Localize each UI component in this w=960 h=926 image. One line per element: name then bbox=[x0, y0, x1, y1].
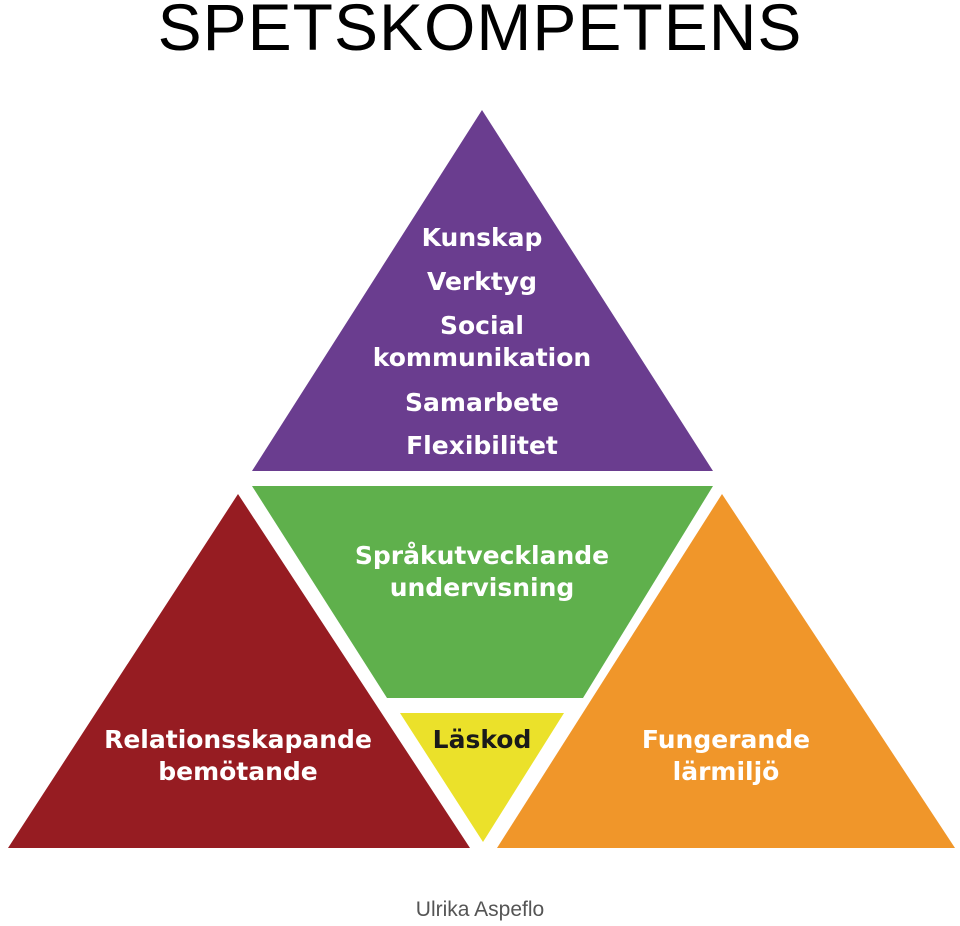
center-triangle bbox=[252, 486, 713, 698]
right-triangle bbox=[497, 494, 955, 848]
top-label-samarbete: Samarbete bbox=[405, 388, 559, 417]
top-label-flexibilitet: Flexibilitet bbox=[406, 431, 558, 460]
left-label-line-1: Relationsskapande bbox=[104, 725, 372, 754]
right-label-line-1: Fungerande bbox=[642, 725, 810, 754]
top-triangle bbox=[252, 110, 713, 471]
left-triangle bbox=[8, 494, 470, 848]
top-label-kommunikation: kommunikation bbox=[373, 343, 591, 372]
top-label-social: Social bbox=[440, 311, 524, 340]
right-label-line-2: lärmiljö bbox=[673, 757, 780, 786]
left-label-line-2: bemötande bbox=[158, 757, 318, 786]
center-label-line-1: Språkutvecklande bbox=[355, 541, 609, 570]
page-title: SPETSKOMPETENS bbox=[157, 0, 803, 64]
top-label-verktyg: Verktyg bbox=[427, 267, 537, 296]
small-triangle bbox=[400, 713, 564, 842]
author-credit: Ulrika Aspeflo bbox=[415, 898, 545, 921]
top-label-kunskap: Kunskap bbox=[422, 223, 543, 252]
small-label-laskod: Läskod bbox=[433, 725, 532, 754]
center-label-line-2: undervisning bbox=[390, 573, 575, 602]
